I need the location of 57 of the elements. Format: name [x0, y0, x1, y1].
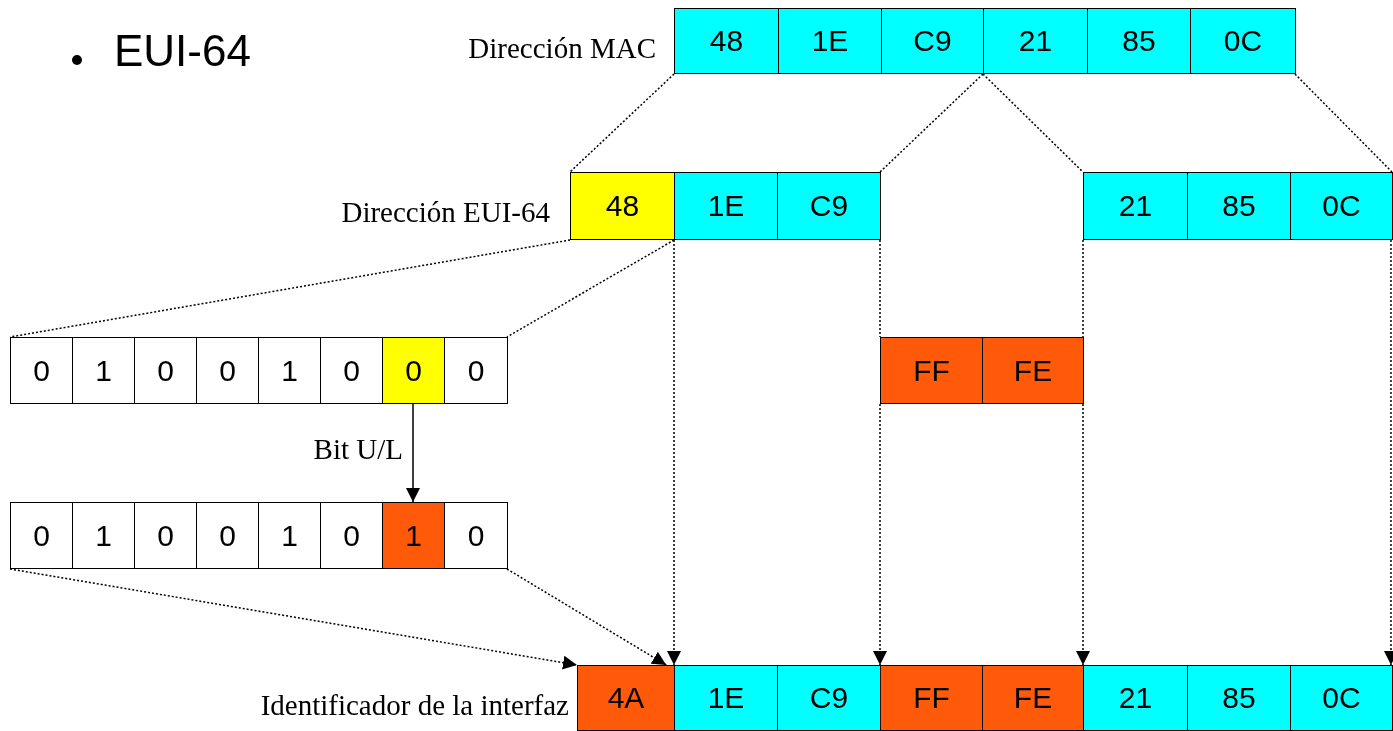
hex-byte-cell: FE — [982, 665, 1084, 731]
bit-cell: 1 — [72, 337, 135, 404]
connector-line — [569, 73, 675, 173]
connector-line — [879, 73, 984, 173]
hex-byte-cell: 48 — [570, 172, 675, 240]
row-label: Dirección MAC — [468, 32, 656, 65]
arrow — [667, 239, 681, 666]
hex-byte-cell: 21 — [983, 8, 1088, 74]
heading: EUI-64 — [114, 26, 251, 76]
hex-byte-cell: 85 — [1187, 665, 1291, 731]
row-label: Dirección EUI-64 — [341, 196, 550, 229]
hex-byte-cell: 1E — [778, 8, 882, 74]
hex-byte-cell: FF — [880, 337, 983, 404]
bit-cell: 1 — [258, 502, 321, 569]
bit-cell: 0 — [10, 502, 73, 569]
connector-line — [506, 239, 675, 338]
hex-byte-cell: 21 — [1083, 172, 1188, 240]
connector-line — [879, 239, 881, 338]
hex-byte-cell: 1E — [674, 665, 778, 731]
connector-line — [9, 239, 571, 338]
bit-cell: 1 — [382, 502, 445, 569]
hex-byte-cell: 0C — [1190, 8, 1296, 74]
hex-byte-cell: FE — [982, 337, 1084, 404]
bit-cell: 0 — [444, 337, 508, 404]
row-label: Identificador de la interfaz — [260, 689, 569, 722]
hex-byte-cell: 21 — [1083, 665, 1188, 731]
hex-byte-cell: 4A — [577, 665, 675, 731]
bit-cell: 1 — [258, 337, 321, 404]
arrow — [506, 568, 667, 666]
bit-cell: 0 — [444, 502, 508, 569]
arrow — [9, 568, 578, 670]
bit-cell: 0 — [134, 502, 197, 569]
bit-cell: 0 — [320, 502, 383, 569]
hex-byte-cell: 48 — [674, 8, 779, 74]
bit-cell: 0 — [196, 502, 259, 569]
hex-byte-cell: C9 — [881, 8, 984, 74]
connector-line — [982, 73, 1084, 173]
bit-cell: 0 — [10, 337, 73, 404]
hex-byte-cell: 1E — [674, 172, 778, 240]
arrow — [1076, 403, 1090, 666]
bit-cell: 0 — [382, 337, 445, 404]
hex-byte-cell: C9 — [777, 665, 881, 731]
hex-byte-cell: FF — [880, 665, 983, 731]
arrow — [1384, 239, 1393, 666]
bit-cell: 0 — [196, 337, 259, 404]
bit-cell: 0 — [320, 337, 383, 404]
hex-byte-cell: C9 — [777, 172, 881, 240]
arrow — [406, 403, 420, 503]
hex-byte-cell: 85 — [1187, 172, 1291, 240]
hex-byte-cell: 0C — [1290, 172, 1393, 240]
connector-line — [1082, 239, 1084, 338]
bit-cell: 1 — [72, 502, 135, 569]
hex-byte-cell: 85 — [1087, 8, 1191, 74]
hex-byte-cell: 0C — [1290, 665, 1393, 731]
arrow — [873, 403, 887, 666]
bit-cell: 0 — [134, 337, 197, 404]
connector-line — [1294, 73, 1393, 173]
